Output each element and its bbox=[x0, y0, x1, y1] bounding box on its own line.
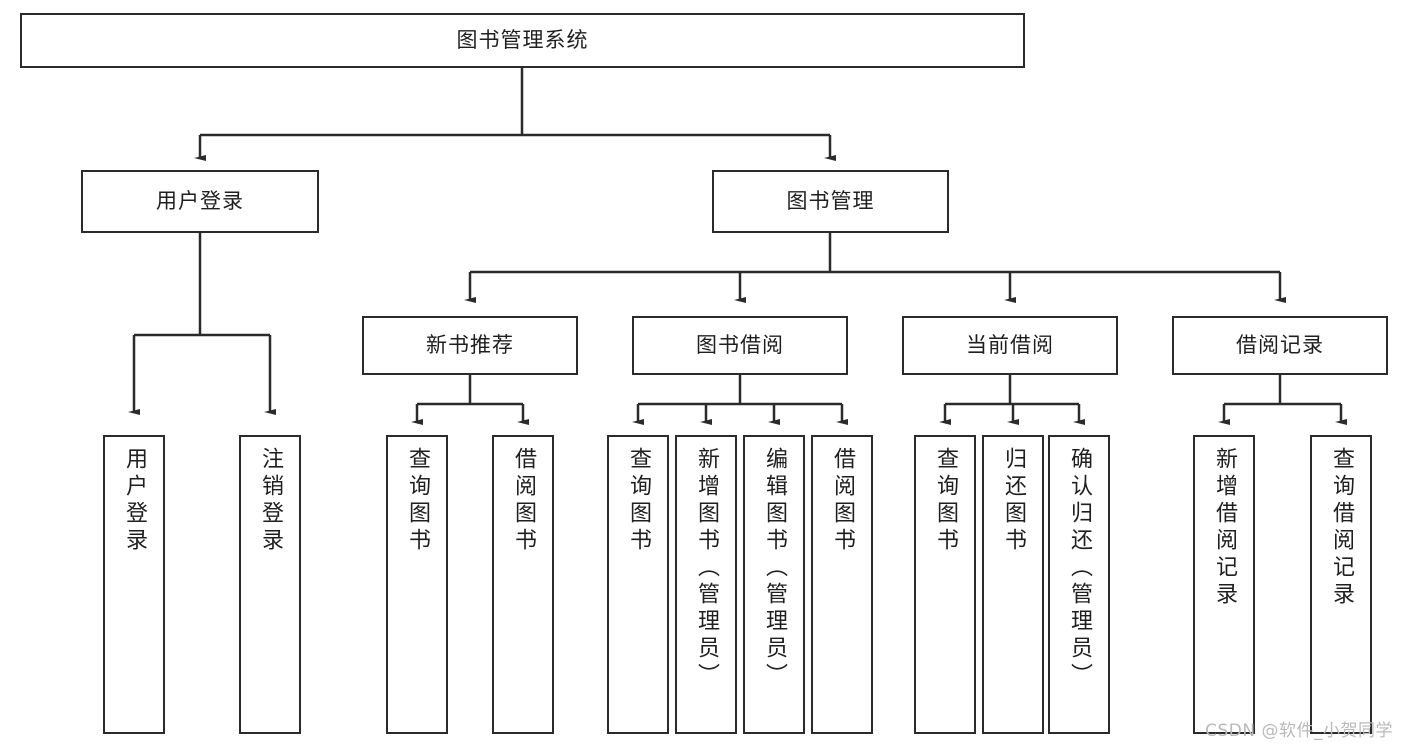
leaf-current-confirm-return-label: 确认归还（管理员） bbox=[1067, 447, 1092, 690]
leaf-borrow-borrow-book[interactable]: 借阅图书 bbox=[811, 435, 873, 734]
leaf-current-query-book[interactable]: 查询图书 bbox=[914, 435, 976, 734]
node-user-login-label: 用户登录 bbox=[156, 189, 244, 214]
leaf-recommend-borrow-book[interactable]: 借阅图书 bbox=[492, 435, 554, 734]
node-borrow-record-label: 借阅记录 bbox=[1236, 333, 1324, 358]
node-root[interactable]: 图书管理系统 bbox=[20, 13, 1025, 68]
leaf-current-query-book-label: 查询图书 bbox=[933, 447, 958, 555]
leaf-current-return-book-label: 归还图书 bbox=[1001, 447, 1026, 555]
leaf-record-add-record-label: 新增借阅记录 bbox=[1212, 447, 1237, 609]
leaf-current-return-book[interactable]: 归还图书 bbox=[982, 435, 1044, 734]
node-borrow-record[interactable]: 借阅记录 bbox=[1172, 316, 1388, 375]
node-current-borrow-label: 当前借阅 bbox=[966, 333, 1054, 358]
leaf-borrow-borrow-book-label: 借阅图书 bbox=[830, 447, 855, 555]
leaf-current-confirm-return[interactable]: 确认归还（管理员） bbox=[1048, 435, 1110, 734]
leaf-record-add-record[interactable]: 新增借阅记录 bbox=[1193, 435, 1255, 734]
leaf-recommend-query-book[interactable]: 查询图书 bbox=[386, 435, 448, 734]
leaf-record-query-record[interactable]: 查询借阅记录 bbox=[1310, 435, 1372, 734]
leaf-borrow-query-book-label: 查询图书 bbox=[626, 447, 651, 555]
leaf-borrow-add-book-label: 新增图书（管理员） bbox=[694, 447, 719, 690]
node-book-management-label: 图书管理 bbox=[786, 189, 875, 214]
node-book-borrow[interactable]: 图书借阅 bbox=[632, 316, 848, 375]
leaf-user-login-signin-label: 用户登录 bbox=[122, 447, 147, 555]
node-new-book-recommend[interactable]: 新书推荐 bbox=[362, 316, 578, 375]
leaf-recommend-borrow-book-label: 借阅图书 bbox=[511, 447, 536, 555]
node-root-label: 图书管理系统 bbox=[456, 28, 589, 53]
leaf-borrow-edit-book-label: 编辑图书（管理员） bbox=[762, 447, 787, 690]
leaf-borrow-add-book[interactable]: 新增图书（管理员） bbox=[675, 435, 737, 734]
node-book-borrow-label: 图书借阅 bbox=[696, 333, 784, 358]
leaf-record-query-record-label: 查询借阅记录 bbox=[1329, 447, 1354, 609]
leaf-user-login-signout[interactable]: 注销登录 bbox=[239, 435, 301, 734]
leaf-borrow-edit-book[interactable]: 编辑图书（管理员） bbox=[743, 435, 805, 734]
node-user-login[interactable]: 用户登录 bbox=[81, 170, 319, 233]
leaf-user-login-signin[interactable]: 用户登录 bbox=[103, 435, 165, 734]
watermark-text: CSDN @软件_小贺同学 bbox=[1205, 721, 1393, 741]
leaf-user-login-signout-label: 注销登录 bbox=[258, 447, 283, 555]
node-book-management[interactable]: 图书管理 bbox=[712, 170, 949, 233]
leaf-borrow-query-book[interactable]: 查询图书 bbox=[607, 435, 669, 734]
node-new-book-recommend-label: 新书推荐 bbox=[426, 333, 514, 358]
leaf-recommend-query-book-label: 查询图书 bbox=[405, 447, 430, 555]
node-current-borrow[interactable]: 当前借阅 bbox=[902, 316, 1118, 375]
